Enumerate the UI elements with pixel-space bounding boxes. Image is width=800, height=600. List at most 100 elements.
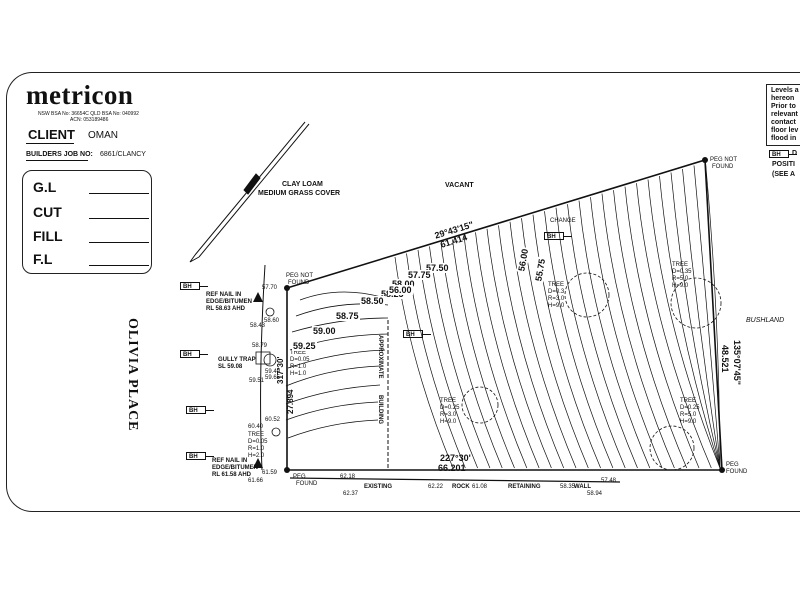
spot-level: 57.48 <box>601 478 617 484</box>
tree-text: D=0.25 <box>440 405 460 411</box>
peg-not-found-label: PEG NOT <box>286 273 314 279</box>
contour-label: 57.50 <box>425 263 450 273</box>
existing-label: EXISTING <box>364 484 393 490</box>
ref-nail-bottom: REF NAIL IN <box>212 458 248 464</box>
contour-lines-left <box>285 291 389 439</box>
spot-level: 58.43 <box>250 323 266 329</box>
contour-label: 59.25 <box>292 341 317 351</box>
contour-line <box>429 246 491 469</box>
tree-label-3: TREE D=0.3 R=3.0 H=9.0 <box>548 282 564 310</box>
peg-marker <box>284 285 290 291</box>
key-line-2: POSITI <box>772 161 795 168</box>
contour-label: 58.75 <box>335 311 360 321</box>
soil-type: CLAY LOAM <box>282 181 323 188</box>
tree-text: R=1.0 <box>290 364 307 370</box>
peg-marker <box>284 467 290 473</box>
contour-line <box>417 249 478 469</box>
contour-line <box>670 172 721 469</box>
contour-line <box>475 232 540 469</box>
ref-nail-top: EDGE/BITUMEN <box>206 299 253 305</box>
ref-nail-top: REF NAIL IN <box>206 292 242 298</box>
gully-trap-level: SL 59.08 <box>218 364 243 370</box>
levels-box: G.L CUT FILL F.L <box>22 170 152 274</box>
tree-label-4: TREE D=0.35 R=5.0 H=9.0 <box>672 262 692 290</box>
west-boundary-length: 27.894 <box>286 389 295 414</box>
bh-marker: BH <box>544 232 572 240</box>
spot-level: 59.40 <box>265 369 281 375</box>
builders-job-label: BUILDERS JOB NO: <box>26 151 93 158</box>
peg-not-found-label: PEG NOT <box>710 157 738 163</box>
tree-text: R=3.0 <box>548 296 565 302</box>
ground-cover: MEDIUM GRASS COVER <box>258 190 341 197</box>
fill-line <box>89 242 149 243</box>
spot-level: 62.37 <box>343 491 359 497</box>
ref-nail-bottom: RL 61.58 AHD <box>212 472 252 478</box>
peg-marker <box>719 467 725 473</box>
contour-label: 56.00 <box>388 285 413 295</box>
contour-line <box>601 193 675 469</box>
contour-line <box>486 228 552 469</box>
tree-text: H=9.0 <box>440 419 457 425</box>
key-line-3: (SEE A <box>772 171 796 178</box>
spot-level: 58.94 <box>587 491 603 497</box>
tree-text: TREE <box>680 398 697 404</box>
contour-line <box>498 225 565 469</box>
tree-text: D=0.3 <box>548 289 565 295</box>
note-line: relevant <box>771 111 798 118</box>
contour-line <box>440 242 503 469</box>
tree-text: D=0.35 <box>672 269 692 275</box>
contour-line <box>590 197 663 469</box>
contour-label: 57.75 <box>407 270 432 280</box>
tree-text: TREE <box>672 262 689 268</box>
cut-label: CUT <box>33 204 62 220</box>
contour-label: 59.00 <box>312 326 337 336</box>
east-boundary-bearing: 135°07'45" <box>732 340 742 386</box>
road-edge <box>260 264 266 471</box>
ref-nail-symbol <box>253 292 263 302</box>
contour-line <box>647 179 721 469</box>
registration-numbers: NSW BSA No: 36654C QLD BSA No: 040992 <box>38 111 139 117</box>
change-label: CHANGE <box>550 218 576 224</box>
bh-tag: BH <box>769 150 797 158</box>
east-boundary-length: 48.521 <box>720 345 730 373</box>
spot-level: 61.08 <box>472 484 488 490</box>
builders-job-underline <box>26 160 88 161</box>
note-line: flood in <box>771 135 797 142</box>
tree-text: H=9.0 <box>548 303 565 309</box>
spot-level: 62.18 <box>340 474 356 480</box>
contour-lines-right <box>394 161 721 469</box>
peg-found-label: FOUND <box>296 481 318 487</box>
contour-line <box>578 200 651 469</box>
spot-level: 60.52 <box>265 417 281 423</box>
contour-label: 58.00 <box>391 279 416 289</box>
tree-text: R=1.0 <box>248 446 265 452</box>
rock-label: ROCK <box>452 484 470 490</box>
gl-label: G.L <box>33 179 57 195</box>
tree-text: D=0.25 <box>680 405 700 411</box>
contour-line <box>682 168 721 469</box>
tree-text: TREE <box>548 282 565 288</box>
spot-level: 57.70 <box>262 285 278 291</box>
note-line: hereon <box>771 95 795 102</box>
spot-level: 59.51 <box>249 378 265 384</box>
spot-level: 61.59 <box>262 470 278 476</box>
tree-text: TREE <box>290 350 307 356</box>
tree-label-2: TREE D=0.05 R=1.0 H=2.0 <box>248 432 268 460</box>
spot-level: 58.79 <box>252 343 268 349</box>
bh-marker: BH <box>186 452 214 460</box>
peg-not-found-label: FOUND <box>288 280 310 286</box>
spot-level: 61.66 <box>248 478 264 484</box>
peg-marker <box>702 157 708 163</box>
peg-not-found-label: FOUND <box>712 164 734 170</box>
tree-text: R=5.0 <box>672 276 689 282</box>
gl-line <box>89 193 149 194</box>
ref-nail-bottom: EDGE/BITUMEN <box>212 465 259 471</box>
peg-found-label: PEG <box>726 462 739 468</box>
tree-text: H=2.0 <box>248 453 265 459</box>
tree-text: R=5.0 <box>680 412 697 418</box>
ref-nail-top: RL 58.63 AHD <box>206 306 246 312</box>
building-label: BUILDING <box>377 395 383 424</box>
tree-label-6: TREE D=0.25 R=5.0 H=9.0 <box>680 398 700 426</box>
north-arrow <box>189 121 310 263</box>
